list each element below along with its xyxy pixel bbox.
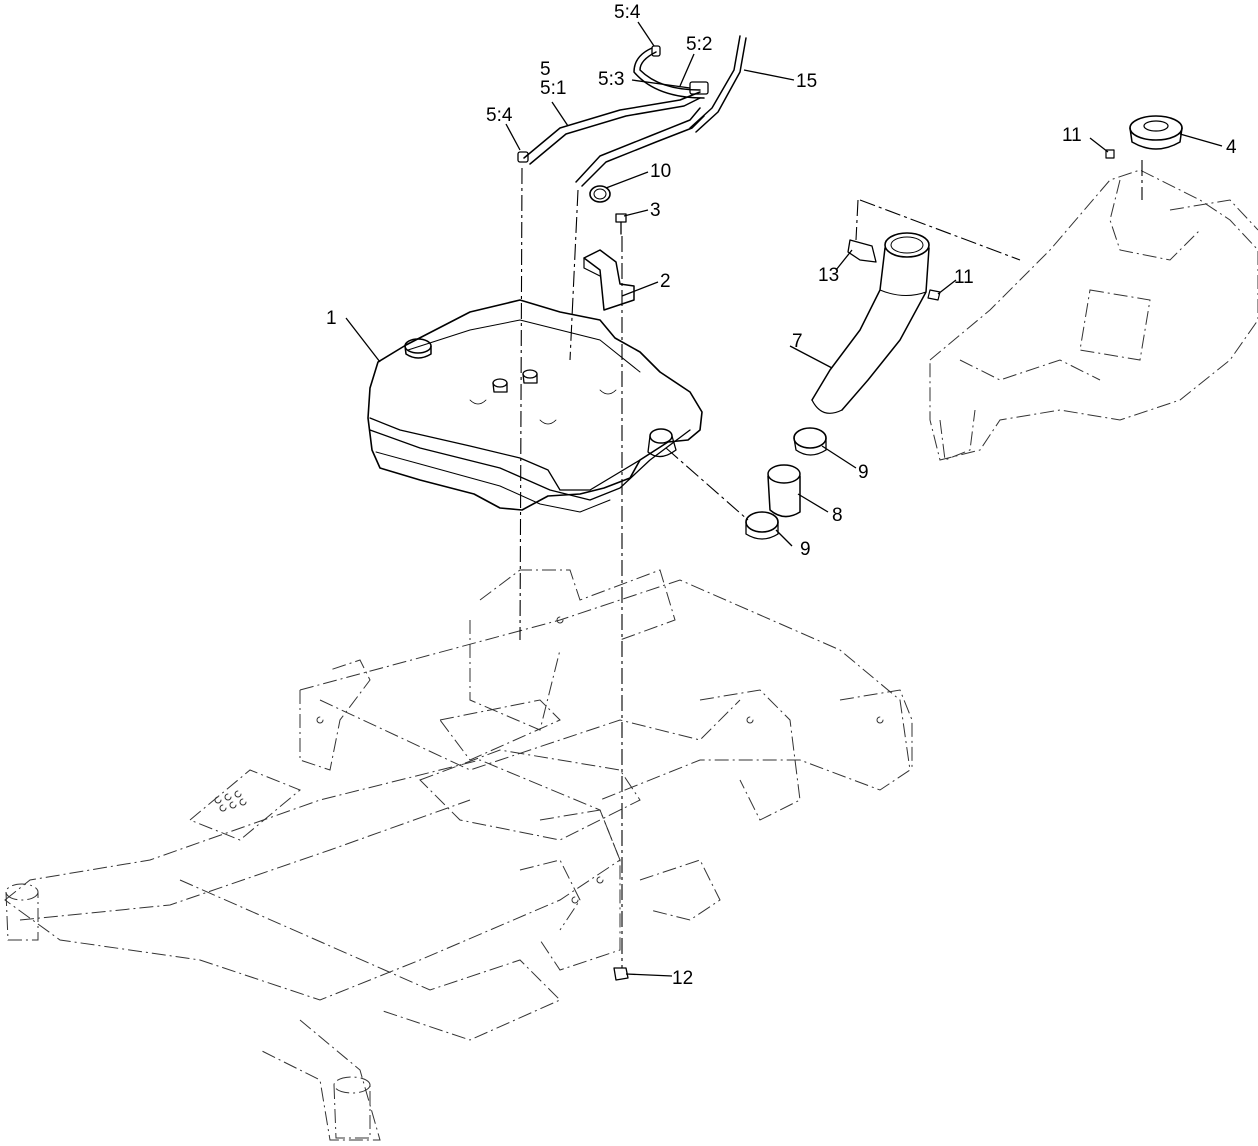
screw-3 — [615, 213, 627, 235]
fuel-tank — [367, 299, 703, 513]
rear-body-panel — [929, 169, 1258, 461]
callout-4: 4 — [1226, 137, 1237, 158]
clamp-9-lower — [745, 511, 779, 540]
callout-13: 13 — [818, 265, 840, 286]
bracket-2 — [583, 249, 635, 311]
callout-5-2: 5:2 — [686, 34, 713, 55]
callout-5-4-top: 5:4 — [614, 2, 641, 23]
callout-8: 8 — [832, 505, 843, 526]
mower-frame — [4, 569, 913, 1141]
callout-5: 5 — [540, 59, 551, 80]
fuel-hose-assembly — [517, 35, 747, 187]
callout-5-3: 5:3 — [598, 69, 625, 90]
assembly-lines — [519, 160, 1143, 968]
nut-12 — [613, 967, 629, 981]
callout-11-mid: 11 — [954, 267, 974, 288]
callout-7: 7 — [792, 331, 803, 352]
screw-11-top — [1105, 149, 1115, 159]
callout-9-lower: 9 — [800, 539, 811, 560]
fuel-cap-4 — [1129, 115, 1183, 150]
callout-15: 15 — [796, 71, 818, 92]
callout-12: 12 — [672, 968, 694, 989]
callout-1: 1 — [326, 308, 337, 329]
filler-neck-7 — [811, 232, 930, 414]
callout-3: 3 — [650, 200, 661, 221]
leader-lines — [345, 21, 1223, 977]
bracket-13 — [847, 239, 877, 263]
hose-clamp-10 — [589, 185, 611, 203]
callout-9-upper: 9 — [858, 462, 869, 483]
callout-11-top: 11 — [1062, 125, 1082, 146]
clamp-9-upper — [793, 427, 827, 456]
callout-2: 2 — [660, 271, 671, 292]
callout-5-4-left: 5:4 — [486, 105, 513, 126]
screw-11-mid — [927, 289, 941, 301]
callout-5-1: 5:1 — [540, 78, 567, 99]
hose-8 — [767, 464, 801, 518]
callout-10: 10 — [650, 161, 672, 182]
